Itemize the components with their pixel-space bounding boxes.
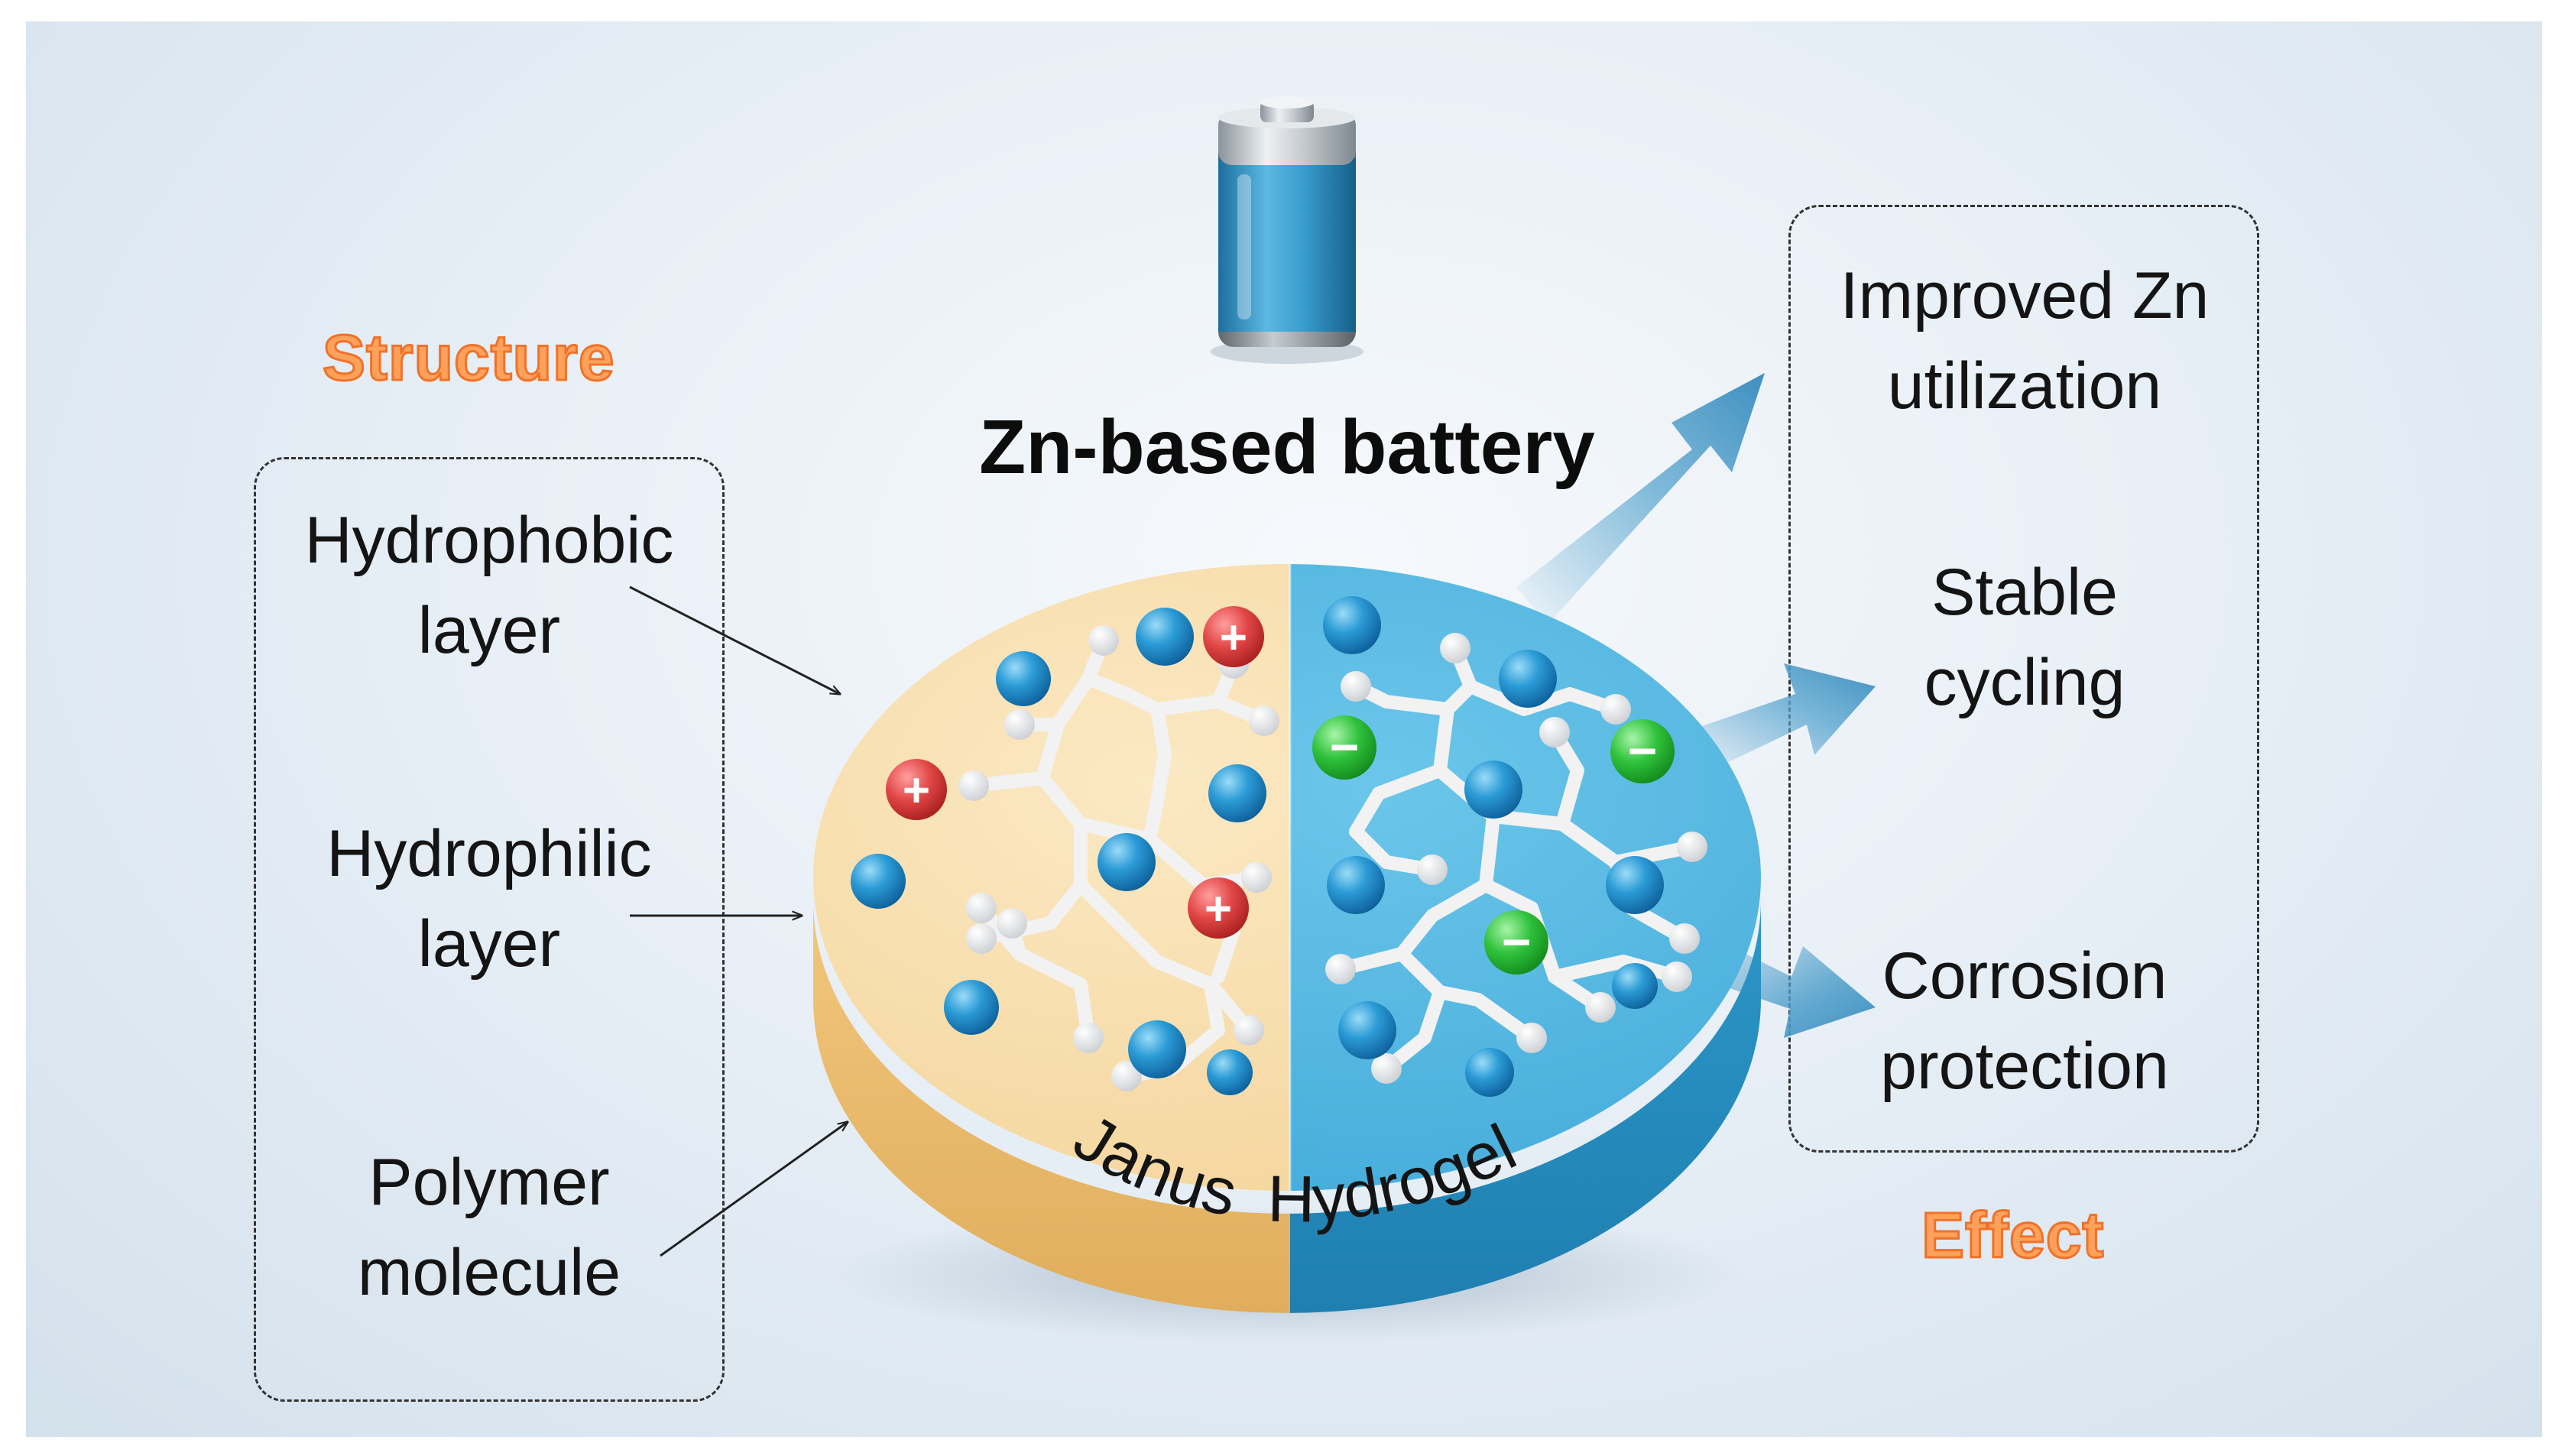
cation-symbol: + [1220, 611, 1247, 664]
cation-symbol: + [1205, 883, 1232, 936]
structure-heading: Structure [321, 321, 615, 395]
effect-heading: Effect [1920, 1198, 2105, 1273]
label-polymer-molecule: Polymer molecule [260, 1137, 718, 1318]
label-line: layer [417, 594, 561, 667]
hydrogel-illustration: + + + − − − [629, 96, 1876, 1344]
battery-icon [1211, 96, 1363, 364]
anion-ion: − [1484, 910, 1548, 974]
anion-group: − − − [1312, 715, 1675, 974]
anion-ion: − [1610, 719, 1675, 783]
label-line: Corrosion [1882, 939, 2168, 1013]
label-line: utilization [1887, 349, 2162, 423]
pointer-arrow-hydrophobic [629, 585, 840, 694]
label-line: cycling [1924, 646, 2125, 719]
label-line: Hydrophilic [326, 817, 652, 890]
label-stable-cycling: Stable cycling [1791, 547, 2258, 728]
cation-ion: + [1203, 606, 1264, 667]
label-improved-zn-utilization: Improved Zn utilization [1791, 251, 2258, 431]
label-line: protection [1880, 1030, 2169, 1103]
anion-symbol: − [1628, 722, 1658, 779]
zn-ions [851, 596, 1664, 1097]
cation-group: + + + [886, 606, 1264, 939]
label-hydrophilic-layer: Hydrophilic layer [260, 809, 718, 989]
battery-title: Zn-based battery [979, 404, 1595, 490]
polymer-nodes [958, 625, 1707, 1091]
label-line: Hydrophobic [304, 504, 674, 577]
effect-arrow-corrosion [1707, 939, 1876, 1038]
pointer-arrow-polymer [660, 1122, 848, 1257]
structure-box [254, 457, 725, 1402]
label-corrosion-protection: Corrosion protection [1791, 931, 2258, 1111]
anion-ion: − [1312, 715, 1376, 780]
label-line: Stable [1931, 556, 2118, 629]
anion-symbol: − [1330, 718, 1360, 775]
effect-arrow-utilization [1516, 373, 1765, 625]
label-line: Polymer [368, 1146, 610, 1219]
effect-arrow-cycling [1684, 663, 1876, 770]
label-hydrophobic-layer: Hydrophobic layer [260, 495, 718, 676]
label-line: Improved Zn [1840, 259, 2210, 332]
cation-ion: + [1188, 877, 1249, 939]
cation-ion: + [886, 759, 947, 820]
cation-symbol: + [903, 764, 930, 817]
label-line: layer [417, 907, 561, 981]
diagram-panel: Structure Effect Hydrophobic layer Hydro… [26, 21, 2542, 1437]
label-line: molecule [357, 1236, 621, 1309]
anion-symbol: − [1502, 913, 1532, 970]
